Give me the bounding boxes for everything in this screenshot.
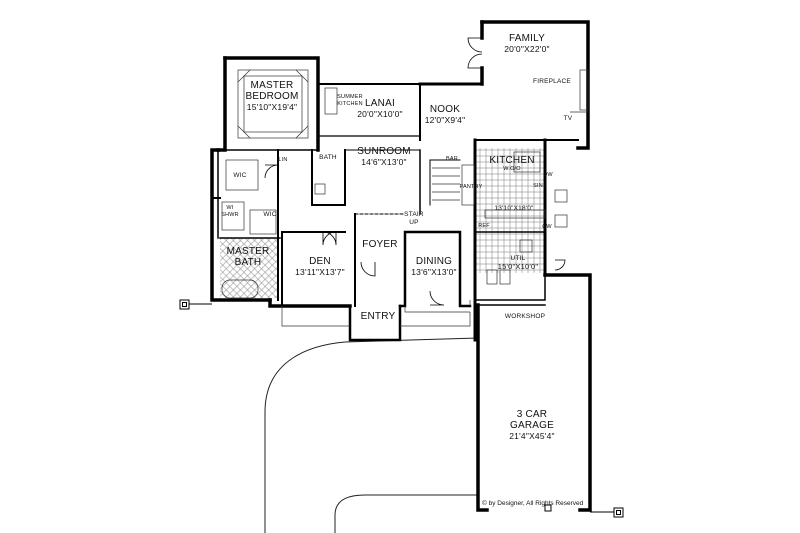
tiled-floors [220, 148, 545, 298]
util-dim: 15'0"X10'0" [497, 261, 539, 271]
master-bedroom-name-1: MASTER [250, 80, 294, 91]
lanai-name: LANAI [365, 98, 395, 109]
den-label: DEN 13'11"X13'7" [295, 256, 345, 278]
garage-name-1: 3 CAR [516, 409, 548, 420]
dw-label: DW [543, 172, 553, 178]
lanai-label: LANAI 20'0"X10'0" [357, 98, 403, 120]
workshop-label: WORKSHOP [504, 313, 546, 320]
kitchen-label: KITCHEN [489, 155, 535, 166]
dining-label: DINING 13'6"X13'0" [411, 256, 457, 278]
walls [210, 20, 592, 512]
stair-label: STAIR UP [404, 211, 424, 226]
lin-label: LIN [278, 157, 288, 163]
util-label: UTIL 15'0"X10'0" [498, 255, 538, 270]
sunroom-dim: 14'6"X13'0" [361, 157, 407, 167]
nook-dim: 12'0"X9'4" [424, 115, 466, 125]
family-room-label: FAMILY 20'0"X22'0" [504, 33, 550, 55]
master-bedroom-dim: 15'10"X19'4" [246, 102, 298, 112]
family-room-name: FAMILY [508, 33, 546, 44]
w-oo-label: W.O/O [503, 166, 521, 172]
master-bedroom-label: MASTER BEDROOM 15'10"X19'4" [245, 80, 298, 113]
pantry-label: PANTRY [459, 184, 483, 190]
dining-dim: 13'6"X13'0" [411, 267, 457, 277]
garage-name-2: GARAGE [509, 420, 554, 431]
garage-dim: 21'4"X45'4" [509, 431, 555, 441]
nook-label: NOOK 12'0"X9'4" [425, 104, 466, 126]
property-markers [179, 299, 624, 518]
nook-name: NOOK [429, 104, 461, 115]
den-dim: 13'11"X13'7" [295, 267, 345, 277]
tv-label: TV [563, 115, 573, 122]
wi-shwr-name-1: WI [226, 205, 234, 211]
den-name: DEN [309, 256, 331, 267]
family-room-dim: 20'0"X22'0" [504, 44, 550, 54]
garage-label: 3 CAR GARAGE 21'4"X45'4" [509, 409, 555, 442]
stair-name-2: UP [409, 218, 419, 226]
master-bath-label: MASTER BATH [227, 246, 270, 268]
kitchen-dim-label: 13'10"X18'0" [494, 205, 534, 212]
bar-label: BAR [446, 156, 458, 162]
master-bedroom-name-2: BEDROOM [245, 91, 299, 102]
entry-label: ENTRY [360, 311, 396, 322]
master-bath-name-1: MASTER [226, 246, 270, 257]
dining-name: DINING [415, 256, 453, 267]
wic-upper-label: WIC [233, 172, 247, 179]
interior-details [221, 69, 589, 327]
sunroom-name: SUNROOM [357, 146, 411, 157]
lanai-dim: 20'0"X10'0" [357, 109, 403, 119]
util-name: UTIL [510, 255, 526, 262]
stair-name-1: STAIR [404, 211, 424, 218]
bath-label: BATH [319, 154, 337, 161]
copyright-notice: © by Designer, All Rights Reserved [482, 500, 584, 507]
master-bath-name-2: BATH [234, 257, 262, 268]
summer-kitchen-name-1: SUMMER [337, 94, 363, 100]
wi-shwr-name-2: SHWR [221, 211, 239, 218]
doors [264, 37, 566, 306]
foyer-label: FOYER [362, 239, 398, 250]
driveway-curves [264, 337, 479, 533]
ref-label: REF [478, 223, 490, 229]
sink-label: SINK [533, 183, 547, 189]
wi-shwr-label: WI SHWR [221, 205, 239, 218]
summer-kitchen-label: SUMMER KITCHEN [337, 94, 363, 107]
fireplace-label: FIREPLACE [533, 78, 571, 85]
wic-lower-label: WIC [263, 211, 277, 218]
sunroom-label: SUNROOM 14'6"X13'0" [357, 146, 411, 168]
cw-label: CW [542, 224, 552, 230]
summer-kitchen-name-2: KITCHEN [337, 100, 363, 107]
